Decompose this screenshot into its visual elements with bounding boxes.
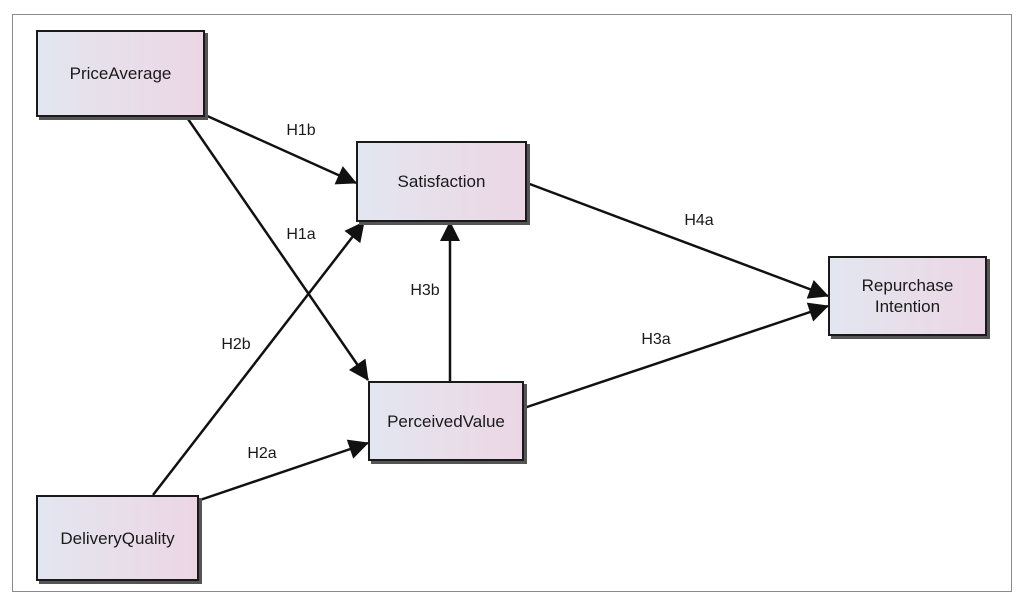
edge-h2a (199, 439, 369, 502)
node-delivery-quality-label: DeliveryQuality (60, 528, 175, 548)
edge-h2b (152, 221, 365, 496)
node-repurchase-intention-label: Repurchase Intention (861, 276, 954, 316)
node-perceived-value-label: PerceivedValue (387, 411, 505, 431)
node-price-average: PriceAverage (36, 30, 205, 117)
edge-h4a (526, 181, 829, 299)
node-satisfaction-label: Satisfaction (397, 172, 486, 191)
edge-h1a (186, 118, 370, 381)
node-delivery-quality: DeliveryQuality (36, 495, 199, 581)
node-perceived-value: PerceivedValue (368, 381, 524, 461)
edge-label-h1a: H1a (286, 226, 316, 243)
edge-label-h1b: H1b (286, 122, 316, 139)
edge-label-h3b: H3b (410, 282, 440, 299)
edge-label-h2b: H2b (221, 336, 251, 353)
edge-h3a (523, 302, 829, 410)
node-repurchase-intention: Repurchase Intention (828, 256, 987, 336)
node-satisfaction: Satisfaction (356, 141, 527, 222)
node-price-average-label: PriceAverage (69, 64, 172, 83)
edge-label-h2a: H2a (247, 445, 277, 462)
edge-label-h4a: H4a (684, 212, 714, 229)
edge-label-h3a: H3a (641, 331, 671, 348)
edge-h1b (204, 113, 357, 185)
